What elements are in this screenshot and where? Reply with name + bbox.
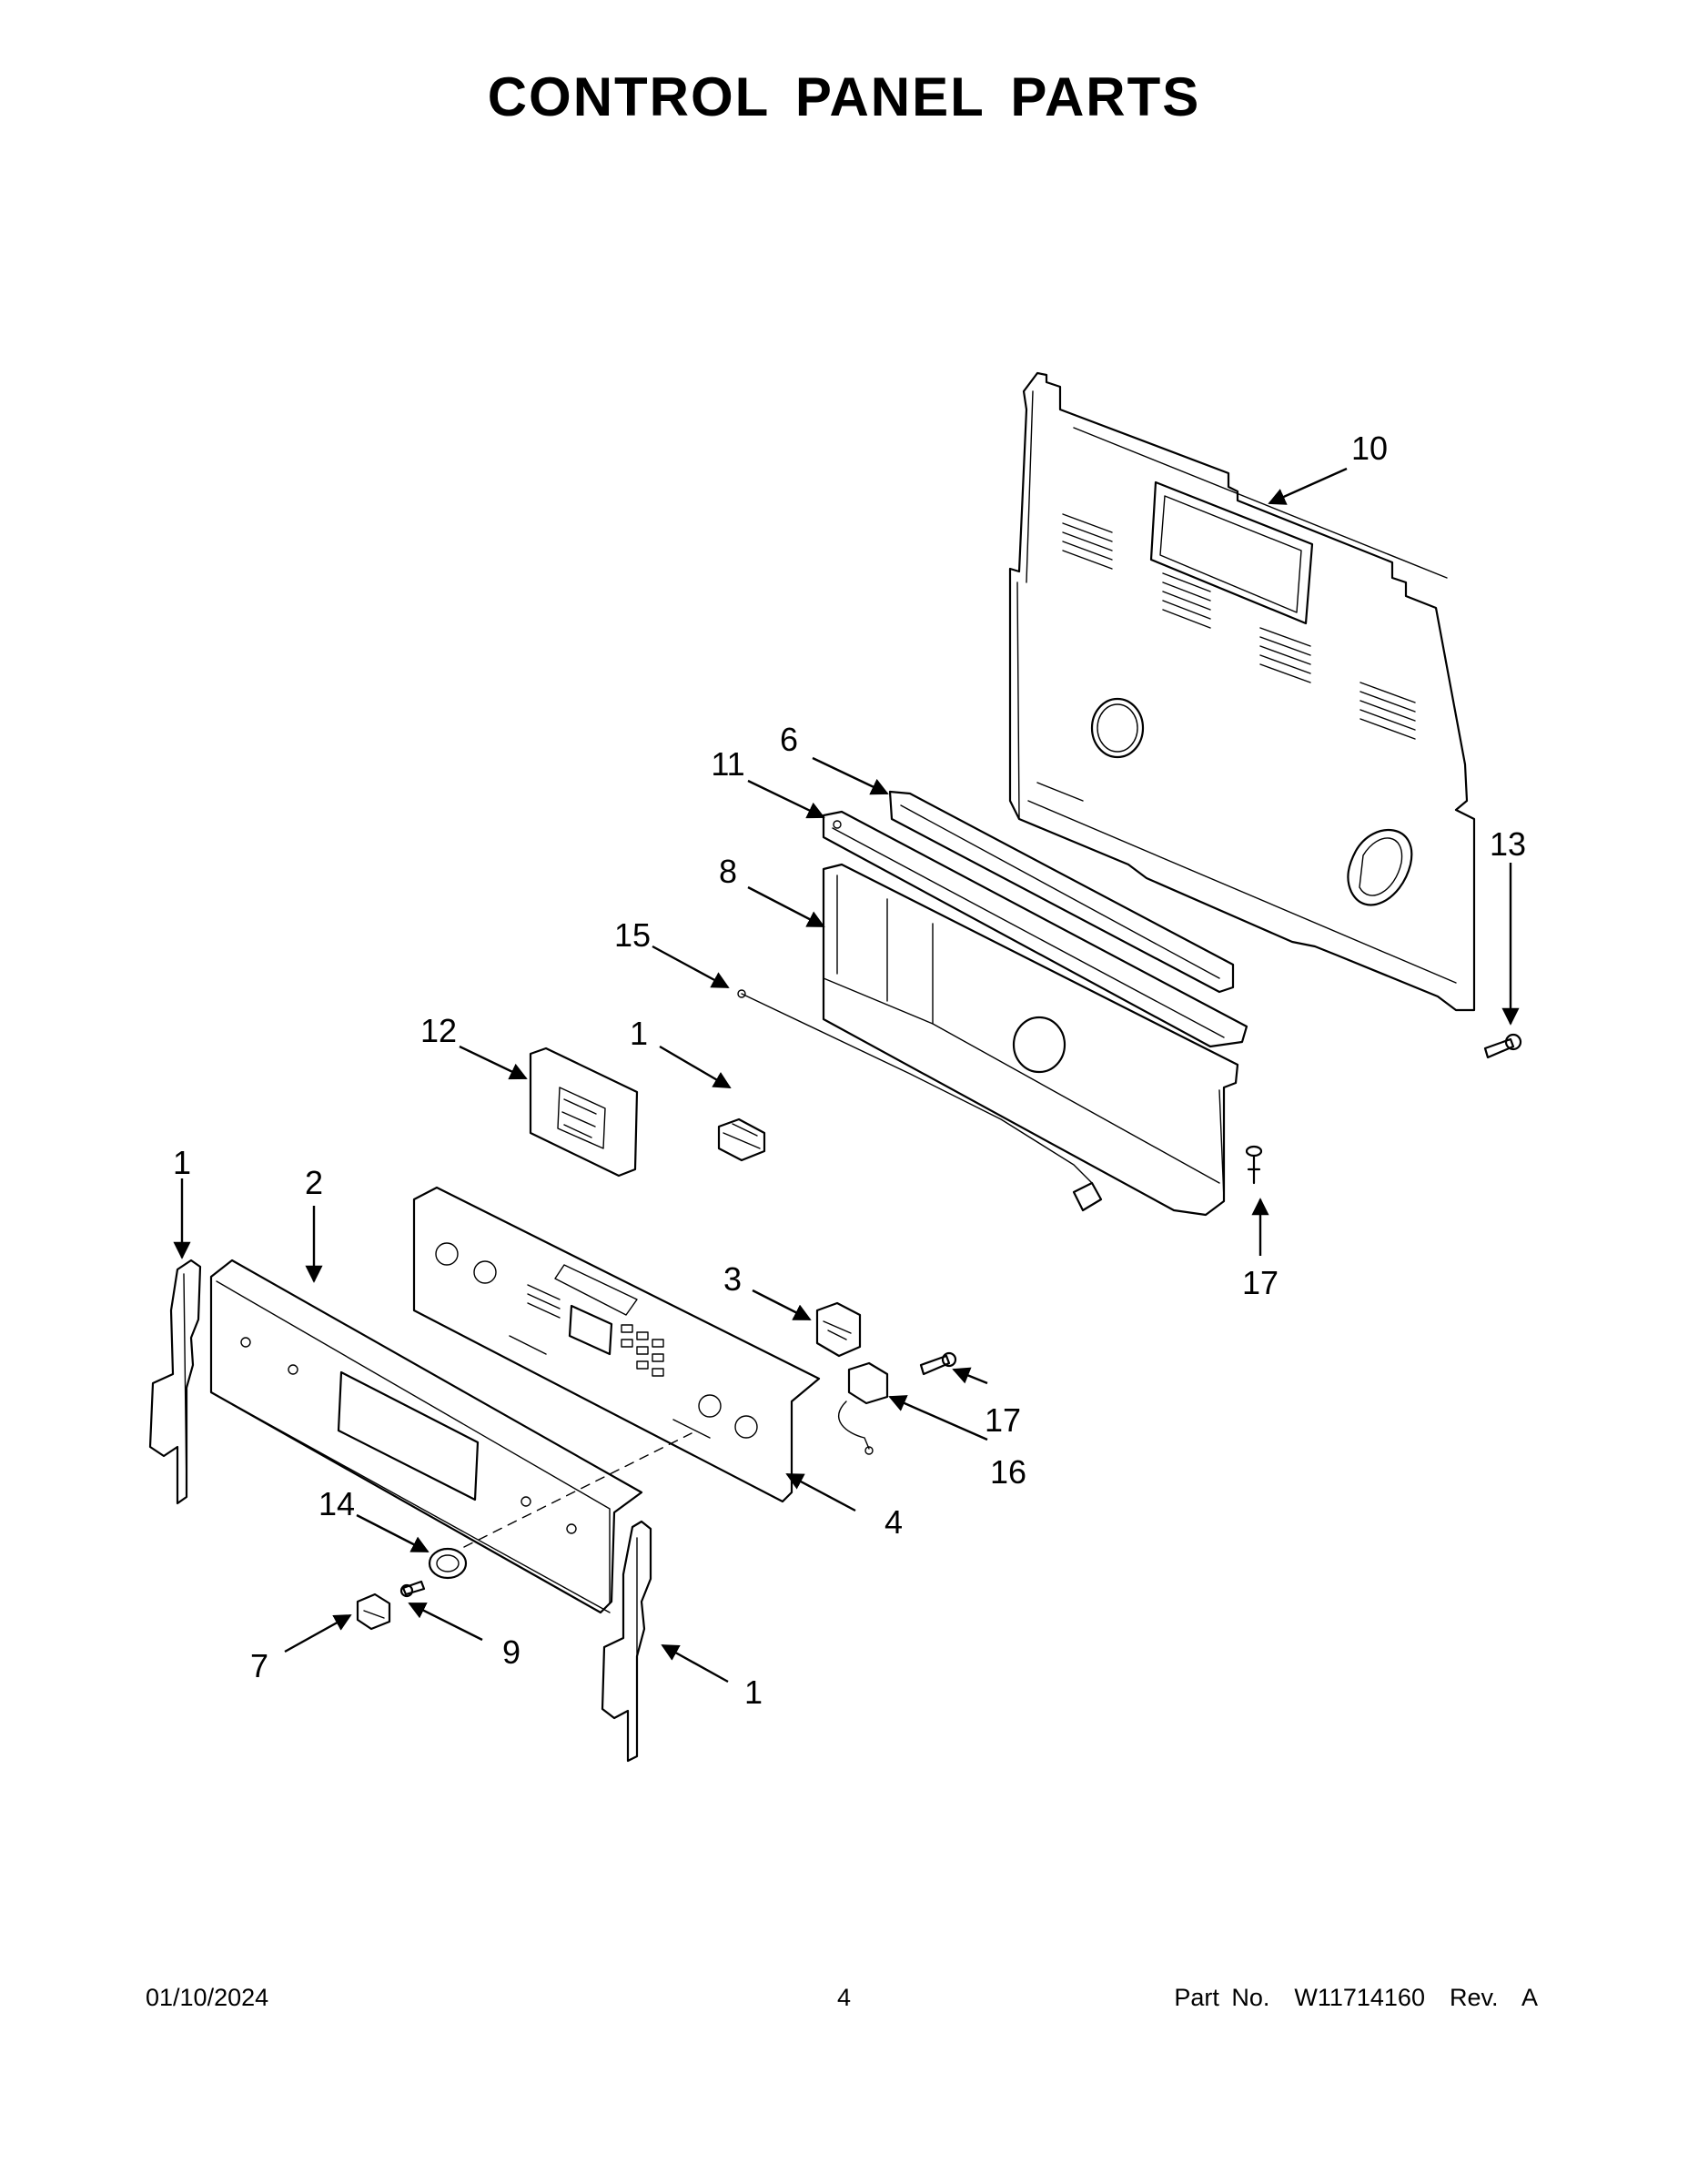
footer-part-number: Part No. W11714160 Rev. A xyxy=(1174,1984,1538,2011)
callout-5: 4 xyxy=(884,1503,903,1541)
callout-3: 2 xyxy=(305,1164,323,1201)
callout-8: 8 xyxy=(719,853,737,890)
callout-11: 11 xyxy=(711,745,744,783)
switch xyxy=(717,1117,766,1162)
rear-panel-back xyxy=(1008,371,1476,1012)
left-end-cap xyxy=(148,1259,202,1505)
callout-1-left: 1 xyxy=(173,1144,191,1181)
module xyxy=(815,1301,862,1358)
screws xyxy=(399,1033,1522,1598)
control-panel-fascia xyxy=(209,1259,643,1614)
callout-13: 13 xyxy=(1490,825,1526,863)
footer-page-number: 4 xyxy=(836,1984,852,2011)
callout-17-upper: 17 xyxy=(1242,1264,1279,1301)
callout-16: 16 xyxy=(990,1453,1026,1491)
callout-17-lower: 17 xyxy=(985,1401,1021,1439)
callout-4: 3 xyxy=(723,1260,742,1298)
knob-assembly xyxy=(356,1432,692,1631)
right-end-cap xyxy=(601,1520,652,1763)
callout-9: 9 xyxy=(502,1633,521,1671)
callout-12: 12 xyxy=(420,1012,457,1049)
control-board xyxy=(529,1046,639,1178)
callout-14: 14 xyxy=(318,1485,355,1522)
wire-harness xyxy=(737,989,1103,1212)
footer-date: 01/10/2024 xyxy=(146,1984,269,2011)
callout-6: 6 xyxy=(780,721,798,758)
bracket-rails xyxy=(822,790,1248,1048)
callout-7: 7 xyxy=(250,1647,268,1684)
panel-bracket xyxy=(412,1186,821,1503)
console-shroud xyxy=(822,863,1239,1217)
callout-2: 1 xyxy=(630,1015,648,1052)
callout-15: 15 xyxy=(614,916,651,954)
callout-10: 10 xyxy=(1351,430,1388,467)
page-title: CONTROL PANEL PARTS xyxy=(487,66,1201,127)
leader-arrows xyxy=(173,467,1520,1684)
callout-labels: 10 6 11 8 15 13 12 1 17 1 2 3 17 16 4 14… xyxy=(173,430,1526,1711)
sensor xyxy=(838,1361,889,1455)
callout-1-right: 1 xyxy=(744,1673,763,1711)
